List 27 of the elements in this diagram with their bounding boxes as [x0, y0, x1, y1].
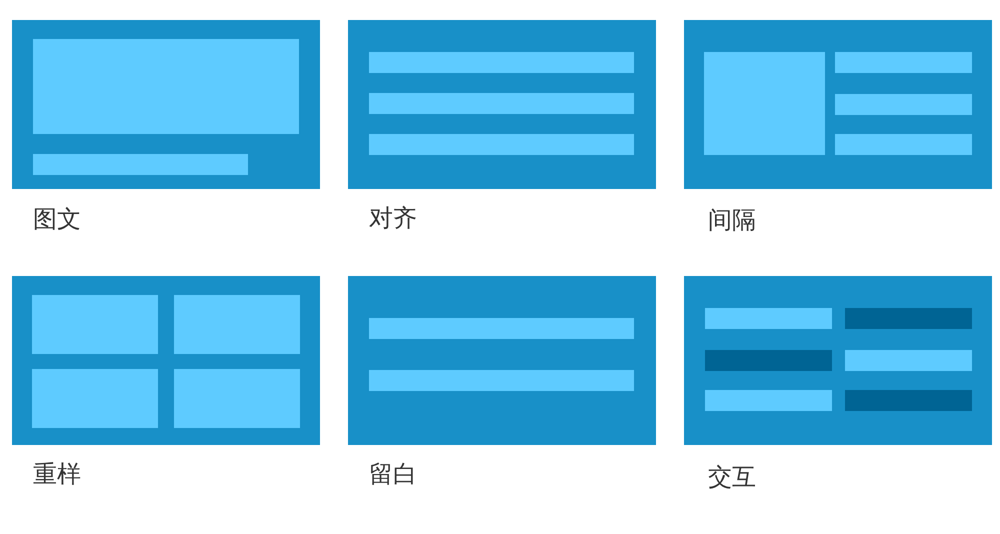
text-line-block [369, 93, 634, 114]
text-line-block [705, 390, 832, 411]
text-line-block [835, 134, 972, 155]
text-line-block [369, 318, 634, 339]
panel-caption: 间隔 [708, 208, 756, 232]
text-line-block [835, 52, 972, 73]
tile-block [174, 369, 300, 428]
text-line-block [369, 134, 634, 155]
image-block [33, 39, 299, 134]
text-line-block [33, 154, 248, 175]
panel-caption: 重样 [33, 462, 81, 486]
image-block [704, 52, 825, 155]
text-line-block [369, 370, 634, 391]
panel-caption: 图文 [33, 207, 81, 231]
text-line-block [845, 350, 972, 371]
text-line-block [705, 308, 832, 329]
highlighted-line-block [845, 308, 972, 329]
highlighted-line-block [845, 390, 972, 411]
tile-block [174, 295, 300, 354]
text-line-block [369, 52, 634, 73]
panel-caption: 留白 [369, 462, 417, 486]
panel-caption: 交互 [708, 465, 756, 489]
tile-block [32, 369, 158, 428]
text-line-block [835, 94, 972, 115]
tile-block [32, 295, 158, 354]
highlighted-line-block [705, 350, 832, 371]
panel-caption: 对齐 [369, 206, 417, 230]
